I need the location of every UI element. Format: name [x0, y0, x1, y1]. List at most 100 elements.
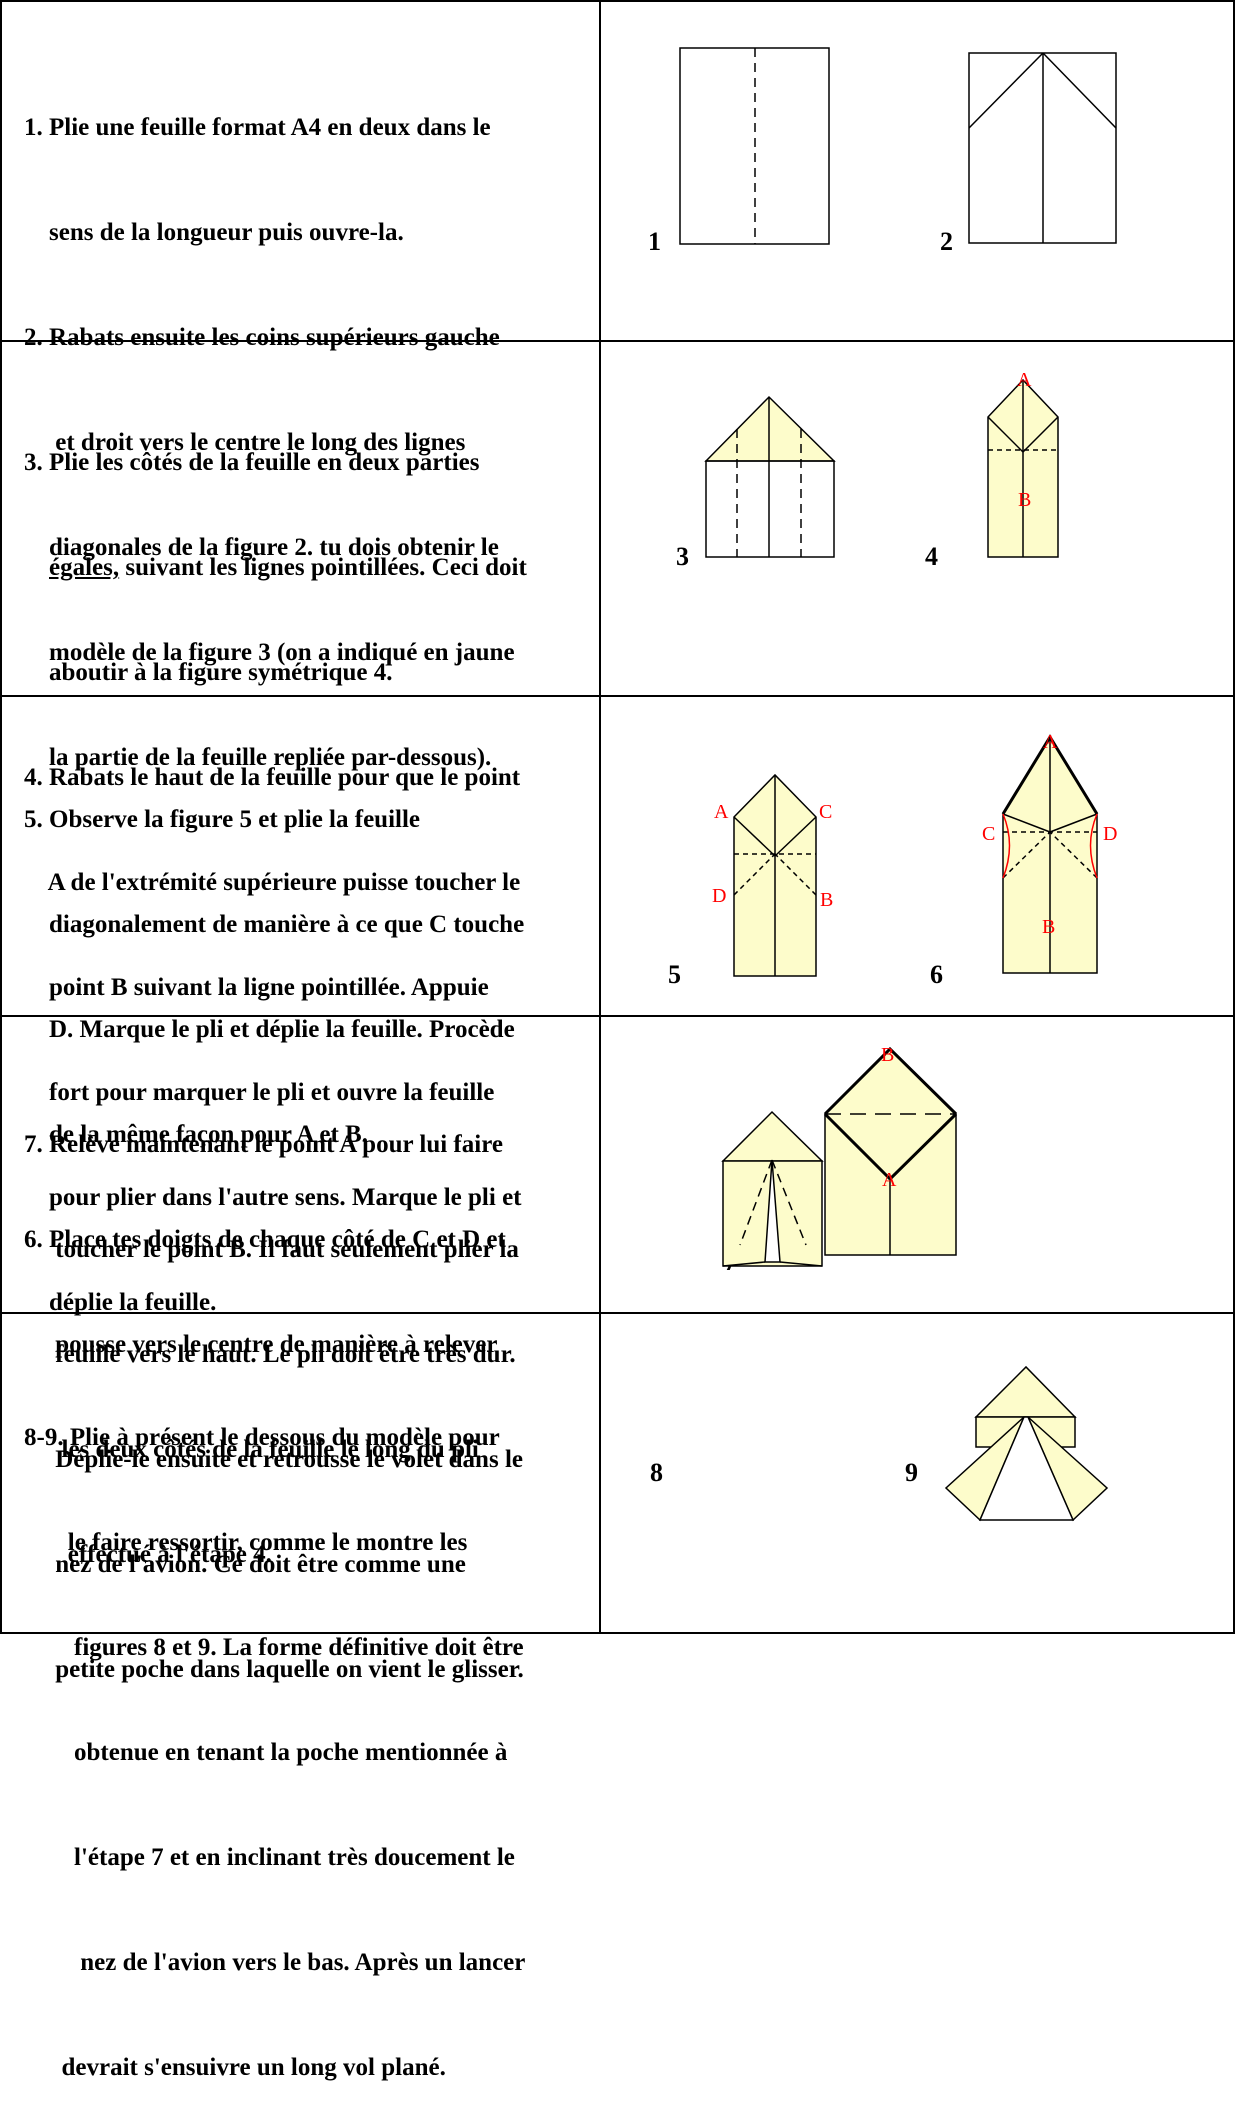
text-line: effectué à l'étape 4. [24, 1541, 272, 1568]
table-border-bottom [0, 1632, 1235, 1634]
fold-edge [779, 1261, 823, 1267]
text-line: obtenue en tenant la poche mentionnée à [24, 1739, 508, 1766]
figure-number: 3 [676, 542, 689, 571]
text-line: et droit vers le centre le long des lign… [24, 429, 466, 456]
folded-flap [704, 395, 836, 462]
table-border-left [0, 0, 2, 1634]
text-fragment: suivant les lignes pointillées. Ceci doi… [119, 554, 527, 581]
figure-number: 5 [668, 960, 681, 989]
text-line: diagonalement de manière à ce que C touc… [24, 911, 525, 938]
fold-edge [823, 1112, 892, 1181]
text-line: modèle de la figure 3 (on a indiqué en j… [24, 639, 515, 666]
text-line: point B suivant la ligne pointillée. App… [24, 974, 489, 1001]
push-arc [1089, 813, 1098, 879]
underside [978, 1416, 1075, 1521]
underlined-word: égales, [49, 554, 120, 581]
nose-flap [721, 1110, 824, 1162]
point-label: D [1103, 823, 1117, 845]
text-line: de la même façon pour A et B. [24, 1121, 368, 1148]
point-label: B [1018, 489, 1031, 511]
text-line: déplie la feuille. [24, 1289, 217, 1316]
text-line: feuille vers le haut. Le pli doit être t… [24, 1341, 516, 1368]
fold-edge [1002, 813, 1051, 833]
fold-edge [774, 816, 817, 857]
figure-number: 6 [930, 960, 943, 989]
step-5-6-text: 5. Observe la figure 5 et plie la feuill… [24, 732, 524, 1607]
figure-1 [679, 47, 830, 245]
text-line: pour plier dans l'autre sens. Marque le … [24, 1184, 522, 1211]
text-line: nez de l'avion vers le bas. Après un lan… [24, 1949, 526, 1976]
text-line: sens de la longueur puis ouvre-la. [24, 219, 404, 246]
fold-edge [1022, 416, 1059, 453]
text-line: 4. Rabats le haut de la feuille pour que… [24, 764, 521, 791]
text-line: 2. Rabats ensuite les coins supérieurs g… [24, 324, 500, 351]
fold-edge [987, 416, 1024, 453]
text-line: les deux côtés de la feuille le long du … [24, 1436, 479, 1463]
point-label: A [882, 1169, 897, 1191]
fold-line [1049, 831, 1098, 879]
step-1-2-text: 1. Plie une feuille format A4 en deux da… [24, 40, 515, 810]
text-line: nez de l'avion. Ce doit être comme une [24, 1551, 466, 1578]
fold-edge [888, 1112, 958, 1181]
text-line: 7. Relève maintenant le point A pour lui… [24, 1131, 503, 1158]
text-line: aboutir à la figure symétrique 4. [24, 659, 393, 686]
text-line: la partie de la feuille repliée par-dess… [24, 744, 492, 771]
figure-5 [733, 773, 817, 977]
figure-number: 4 [925, 542, 938, 571]
figure-3 [704, 395, 836, 558]
fold-line [771, 1159, 807, 1246]
text-line: Déplie-le ensuite et retrousse le volet … [24, 1446, 523, 1473]
figure-number: 2 [940, 227, 953, 256]
text-line: 8-9. Plie à présent le dessous du modèle… [24, 1424, 500, 1451]
text-line: 1. Plie une feuille format A4 en deux da… [24, 114, 491, 141]
point-label: B [820, 889, 833, 911]
fold-line [774, 853, 817, 896]
diagonal-fold [968, 52, 1044, 129]
figure-4 [987, 378, 1059, 558]
point-label: A [714, 801, 729, 823]
diagonal-fold [1042, 52, 1117, 129]
table-border-top [0, 0, 1235, 2]
text-line: 3. Plie les côtés de la feuille en deux … [24, 449, 480, 476]
text-line: devrait s'ensuivre un long vol plané. [24, 2054, 446, 2081]
row-divider [0, 695, 1235, 697]
point-label: D [712, 885, 726, 907]
point-label: C [982, 823, 995, 845]
figure-number: 8 [650, 1458, 663, 1487]
row-divider [0, 1312, 1235, 1314]
text-line: toucher le point B. Il faut seulement pl… [24, 1236, 519, 1263]
row-divider [0, 1015, 1235, 1017]
figure-6 [1001, 734, 1099, 974]
text-line: le faire ressortir, comme le montre les [24, 1529, 468, 1556]
text-line: 5. Observe la figure 5 et plie la feuill… [24, 806, 420, 833]
text-line: D. Marque le pli et déplie la feuille. P… [24, 1016, 515, 1043]
row-divider [0, 340, 1235, 342]
inner-slot [764, 1159, 781, 1263]
text-line: A de l'extrémité supérieure puisse touch… [24, 869, 521, 896]
figure-7 [823, 1046, 958, 1256]
nose-edge [823, 1046, 958, 1116]
figure-8 [721, 1110, 824, 1267]
push-arc [1002, 813, 1011, 879]
fold-line [733, 853, 776, 896]
step-3-4-text: 3. Plie les côtés de la feuille en deux … [24, 375, 527, 1355]
text-line: figures 8 et 9. La forme définitive doit… [24, 1634, 524, 1661]
figure-2 [968, 52, 1117, 244]
figure-number: 9 [905, 1458, 918, 1487]
paper-sheet [705, 460, 835, 558]
column-divider [599, 0, 601, 1634]
text-line: diagonales de la figure 2. tu dois obten… [24, 534, 499, 561]
figure-number: 1 [648, 227, 661, 256]
text-line: égales, suivant les lignes pointillées. … [24, 550, 527, 585]
point-label: A [1043, 731, 1058, 753]
figure-9 [944, 1365, 1109, 1522]
fold-line [1002, 831, 1051, 879]
instruction-table [0, 0, 1235, 1634]
point-label: C [819, 801, 832, 823]
figures-canvas: 1 2 3 A B 4 A C D B 5 [648, 47, 1117, 1522]
fold-edge [733, 816, 776, 857]
text-line: 6. Place tes doigts de chaque côté de C … [24, 1226, 506, 1253]
fold-line [739, 1159, 773, 1246]
point-label: B [1042, 916, 1055, 938]
point-label: A [1017, 369, 1032, 391]
